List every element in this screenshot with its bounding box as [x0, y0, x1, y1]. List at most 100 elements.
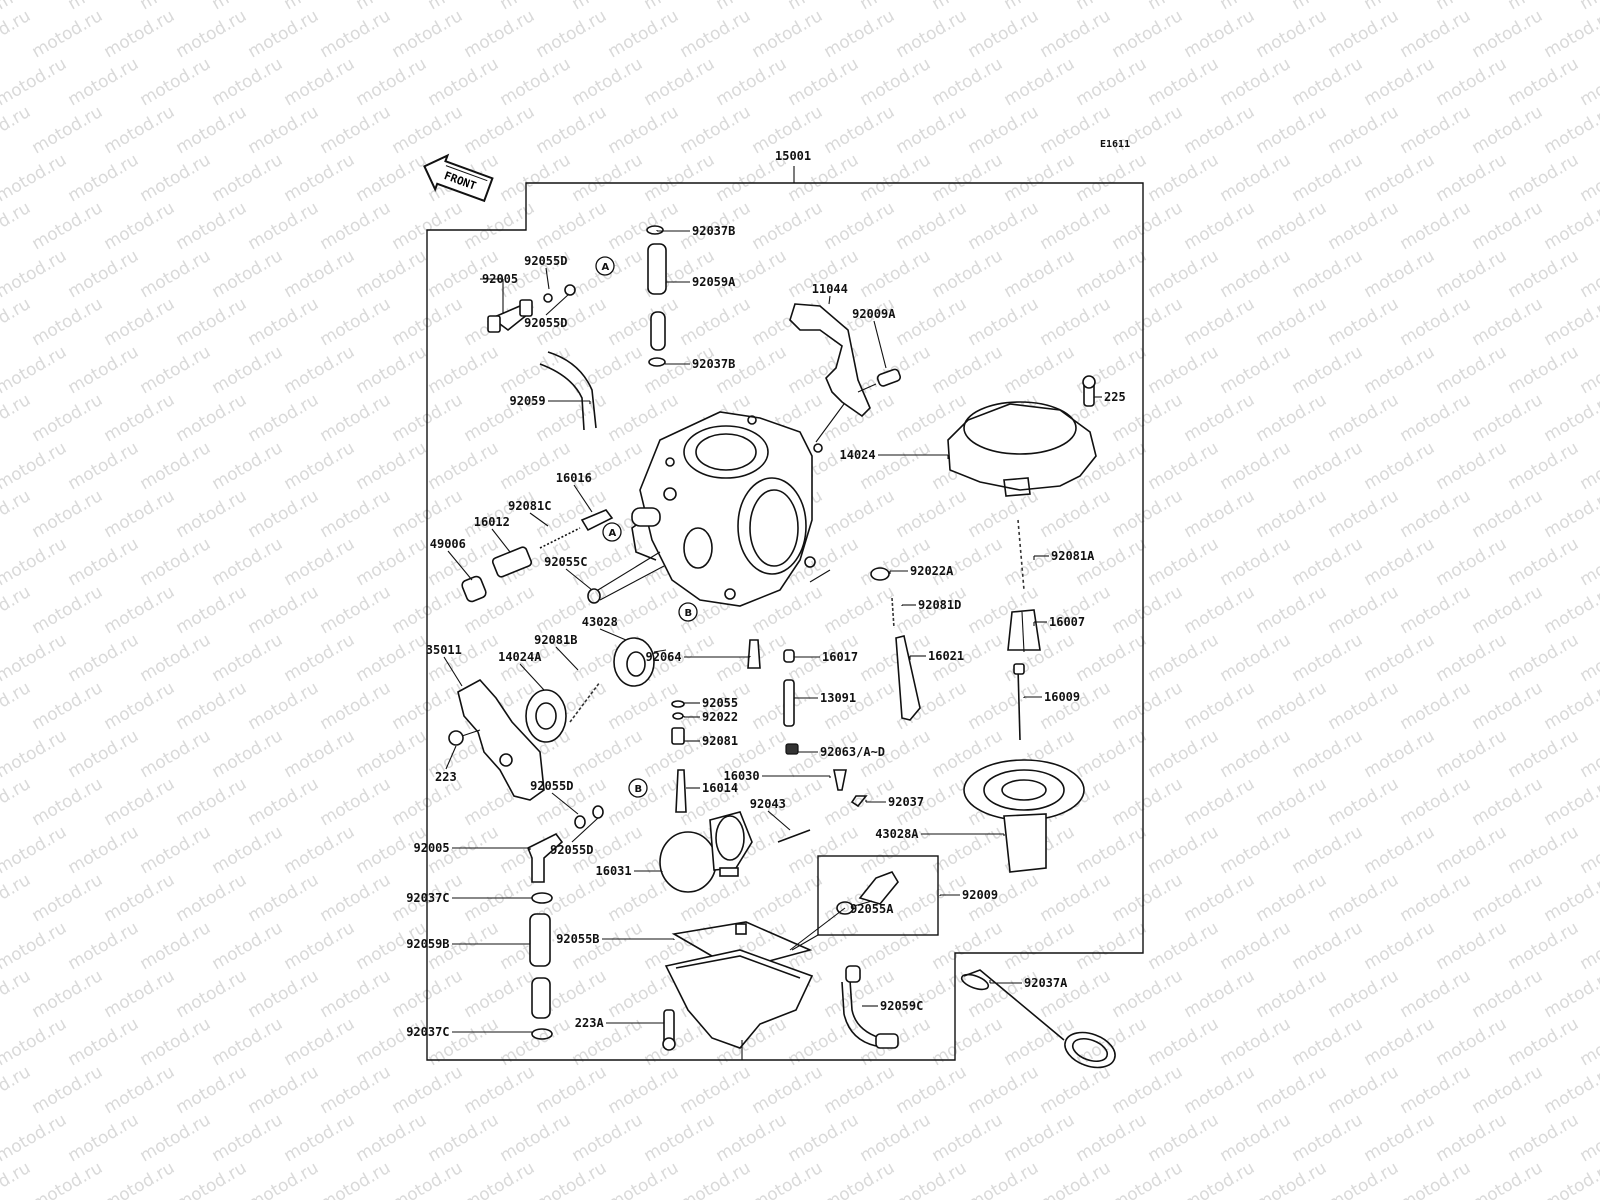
watermark-text: motod.ru — [1109, 198, 1187, 254]
watermark-text: motod.ru — [1433, 630, 1511, 686]
watermark-text: motod.ru — [1109, 870, 1187, 926]
watermark-text: motod.ru — [1577, 438, 1600, 494]
watermark-text: motod.ru — [821, 678, 899, 734]
watermark-text: motod.ru — [137, 150, 215, 206]
watermark-text: motod.ru — [1577, 54, 1600, 110]
part-label: 92055A — [850, 902, 894, 916]
watermark-text: motod.ru — [101, 870, 179, 926]
watermark-text: motod.ru — [65, 726, 143, 782]
watermark-text: motod.ru — [1469, 294, 1547, 350]
watermark-text: motod.ru — [1109, 1158, 1187, 1200]
watermark-text: motod.ru — [1001, 1014, 1079, 1070]
watermark-text: motod.ru — [281, 534, 359, 590]
watermark-text: motod.ru — [677, 102, 755, 158]
watermark-text: motod.ru — [1289, 438, 1367, 494]
watermark-text: motod.ru — [1361, 822, 1439, 878]
watermark-text: motod.ru — [713, 1110, 791, 1166]
watermark-text: motod.ru — [0, 774, 34, 830]
watermark-text: motod.ru — [857, 534, 935, 590]
watermark-text: motod.ru — [209, 918, 287, 974]
watermark-text: motod.ru — [1181, 1158, 1259, 1200]
watermark-text: motod.ru — [1073, 150, 1151, 206]
watermark-text: motod.ru — [209, 150, 287, 206]
watermark-text: motod.ru — [1253, 6, 1331, 62]
watermark-text: motod.ru — [1217, 438, 1295, 494]
watermark-text: motod.ru — [209, 342, 287, 398]
watermark-text: motod.ru — [0, 246, 70, 302]
leader-line — [571, 817, 599, 843]
watermark-text: motod.ru — [1217, 534, 1295, 590]
watermark-text: motod.ru — [173, 678, 251, 734]
watermark-text: motod.ru — [1001, 342, 1079, 398]
watermark-text: motod.ru — [65, 0, 143, 14]
watermark-text: motod.ru — [101, 486, 179, 542]
part-label: 35011 — [426, 643, 462, 657]
watermark-text: motod.ru — [1217, 54, 1295, 110]
watermark-text: motod.ru — [29, 486, 107, 542]
watermark-text: motod.ru — [245, 582, 323, 638]
part-label: 16009 — [1044, 690, 1080, 704]
watermark-text: motod.ru — [317, 774, 395, 830]
watermark-text: motod.ru — [1289, 534, 1367, 590]
watermark-text: motod.ru — [245, 966, 323, 1022]
watermark-text: motod.ru — [1541, 870, 1600, 926]
watermark-text: motod.ru — [1217, 246, 1295, 302]
watermark-text: motod.ru — [1361, 630, 1439, 686]
watermark-text: motod.ru — [1433, 1014, 1511, 1070]
watermark-text: motod.ru — [1469, 1158, 1547, 1200]
watermark-text: motod.ru — [641, 150, 719, 206]
watermark-text: motod.ru — [1397, 678, 1475, 734]
watermark-text: motod.ru — [749, 198, 827, 254]
watermark-text: motod.ru — [641, 54, 719, 110]
watermark-text: motod.ru — [893, 1062, 971, 1118]
watermark-text: motod.ru — [1217, 150, 1295, 206]
watermark-text: motod.ru — [1577, 534, 1600, 590]
watermark-text: motod.ru — [1001, 246, 1079, 302]
watermark-text: motod.ru — [281, 246, 359, 302]
watermark-text: motod.ru — [353, 246, 431, 302]
part-label: 43028A — [875, 827, 919, 841]
watermark-text: motod.ru — [245, 1158, 323, 1200]
watermark-text: motod.ru — [0, 822, 70, 878]
watermark-text: motod.ru — [893, 1158, 971, 1200]
watermark-text: motod.ru — [209, 1110, 287, 1166]
watermark-text: motod.ru — [1505, 1014, 1583, 1070]
watermark-text: motod.ru — [1541, 678, 1600, 734]
watermark-text: motod.ru — [641, 0, 719, 14]
watermark-text: motod.ru — [209, 0, 287, 14]
watermark-text: motod.ru — [0, 198, 34, 254]
watermark-text: motod.ru — [317, 486, 395, 542]
callout-letter: A — [602, 262, 610, 273]
watermark-text: motod.ru — [533, 1062, 611, 1118]
leader-line — [545, 293, 570, 316]
watermark-text: motod.ru — [1505, 1110, 1583, 1166]
watermark-text: motod.ru — [281, 0, 359, 14]
watermark-text: motod.ru — [965, 678, 1043, 734]
watermark-text: motod.ru — [1181, 390, 1259, 446]
watermark-text: motod.ru — [281, 918, 359, 974]
watermark-text: motod.ru — [1145, 246, 1223, 302]
watermark-text: motod.ru — [893, 198, 971, 254]
watermark-text: motod.ru — [1181, 198, 1259, 254]
part-label: 92022A — [910, 564, 954, 578]
watermark-text: motod.ru — [137, 630, 215, 686]
watermark-text: motod.ru — [209, 1014, 287, 1070]
watermark-text: motod.ru — [0, 918, 70, 974]
watermark-text: motod.ru — [65, 822, 143, 878]
watermark-text: motod.ru — [1289, 0, 1367, 14]
watermark-text: motod.ru — [1289, 630, 1367, 686]
watermark-text: motod.ru — [1217, 0, 1295, 14]
watermark-text: motod.ru — [245, 294, 323, 350]
watermark-text: motod.ru — [0, 534, 70, 590]
watermark-text: motod.ru — [29, 870, 107, 926]
watermark-text: motod.ru — [569, 150, 647, 206]
watermark-text: motod.ru — [893, 486, 971, 542]
watermark-text: motod.ru — [0, 726, 70, 782]
leader-line — [545, 267, 550, 290]
watermark-text: motod.ru — [1433, 0, 1511, 14]
watermark-text: motod.ru — [821, 102, 899, 158]
watermark-text: motod.ru — [1145, 534, 1223, 590]
watermark-text: motod.ru — [749, 6, 827, 62]
watermark-text: motod.ru — [1181, 1062, 1259, 1118]
watermark-text: motod.ru — [137, 54, 215, 110]
